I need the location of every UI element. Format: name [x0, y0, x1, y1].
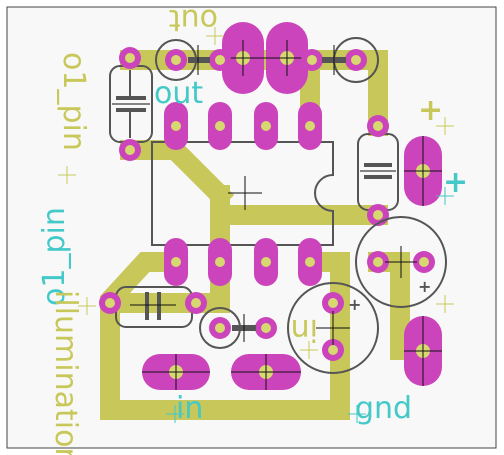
- label-o1-pin-cyan: o1_pin: [37, 207, 72, 306]
- silkscreen-labels: out out o1_pin o1_pin illumination in in…: [37, 2, 468, 455]
- resistor-top-right-drill-a: [307, 55, 317, 65]
- ic-drill-3: [261, 257, 271, 267]
- origin-marker-7: [436, 295, 454, 313]
- capacitor-left-drill-a: [125, 53, 135, 63]
- label-in-yellow: in: [291, 312, 318, 347]
- led-plus-mark: +: [348, 295, 361, 314]
- origin-marker-8: [58, 166, 76, 184]
- resistor-top-left: [155, 39, 231, 81]
- capacitor-left: [109, 47, 153, 161]
- electrolytic-capacitor: +: [355, 216, 447, 308]
- led-drill-a: [328, 298, 338, 308]
- resistor-top-right: [301, 37, 379, 83]
- terminal-pads: [142, 136, 442, 390]
- led-drill-b: [328, 345, 338, 355]
- ic-drill-4: [305, 257, 315, 267]
- resistor-bottom-center: [199, 307, 277, 349]
- trace-left-cap-diagonal: [120, 140, 235, 210]
- origin-marker-9: [300, 341, 318, 359]
- origin-marker-6: [348, 405, 366, 423]
- capacitor-left-drill-b: [125, 145, 135, 155]
- capacitor-bottom-left-drill-b: [191, 298, 201, 308]
- origin-marker-4: [78, 297, 96, 315]
- electrolytic-capacitor-drill-b: [419, 257, 429, 267]
- electrolytic-capacitor-plus-mark: +: [418, 277, 431, 296]
- origin-marker-1: [206, 27, 224, 45]
- capacitor-right-drill-b: [373, 210, 383, 220]
- origin-marker-2: [436, 117, 454, 135]
- label-plus-cyan: +: [443, 165, 468, 200]
- electrolytic-capacitor-outline: [355, 216, 447, 308]
- label-plus-yellow: +: [418, 93, 443, 128]
- label-gnd-cyan: gnd: [355, 391, 412, 426]
- ic-drill-6: [261, 121, 271, 131]
- label-out-yellow: out: [169, 2, 218, 37]
- origin-marker-3: [436, 187, 454, 205]
- origin-markers: [58, 27, 454, 423]
- ic-drill-1: [171, 257, 181, 267]
- trace-left-loop: [100, 252, 350, 420]
- ic-drill-8: [171, 121, 181, 131]
- label-illumination-yellow: illumination: [48, 290, 83, 455]
- ic-drill-5: [305, 121, 315, 131]
- electrolytic-capacitor-drill-a: [373, 257, 383, 267]
- origin-marker-5: [166, 405, 184, 423]
- ic-pads-bottom: [164, 238, 322, 286]
- capacitor-right: [357, 115, 399, 226]
- resistor-bottom-center-drill-b: [261, 323, 271, 333]
- capacitor-bottom-left: [99, 286, 207, 328]
- resistor-top-left-drill-b: [215, 55, 225, 65]
- connector-top: [222, 22, 308, 94]
- capacitor-bottom-left-drill-a: [105, 298, 115, 308]
- ic-body-outline: [151, 141, 334, 246]
- ic-drill-2: [215, 257, 225, 267]
- led-component: +: [287, 282, 379, 374]
- label-o1-pin-yellow: o1_pin: [56, 52, 91, 151]
- capacitor-right-drill-a: [373, 121, 383, 131]
- led-outline: [287, 282, 379, 374]
- ic-footprint: [151, 141, 334, 246]
- ic-drill-7: [215, 121, 225, 131]
- resistor-top-left-drill-a: [171, 55, 181, 65]
- ic-pads-top: [164, 102, 322, 150]
- resistor-bottom-center-drill-a: [215, 323, 225, 333]
- resistor-top-right-drill-b: [351, 55, 361, 65]
- label-out-cyan: out: [154, 76, 203, 111]
- label-in-cyan: in: [176, 391, 203, 426]
